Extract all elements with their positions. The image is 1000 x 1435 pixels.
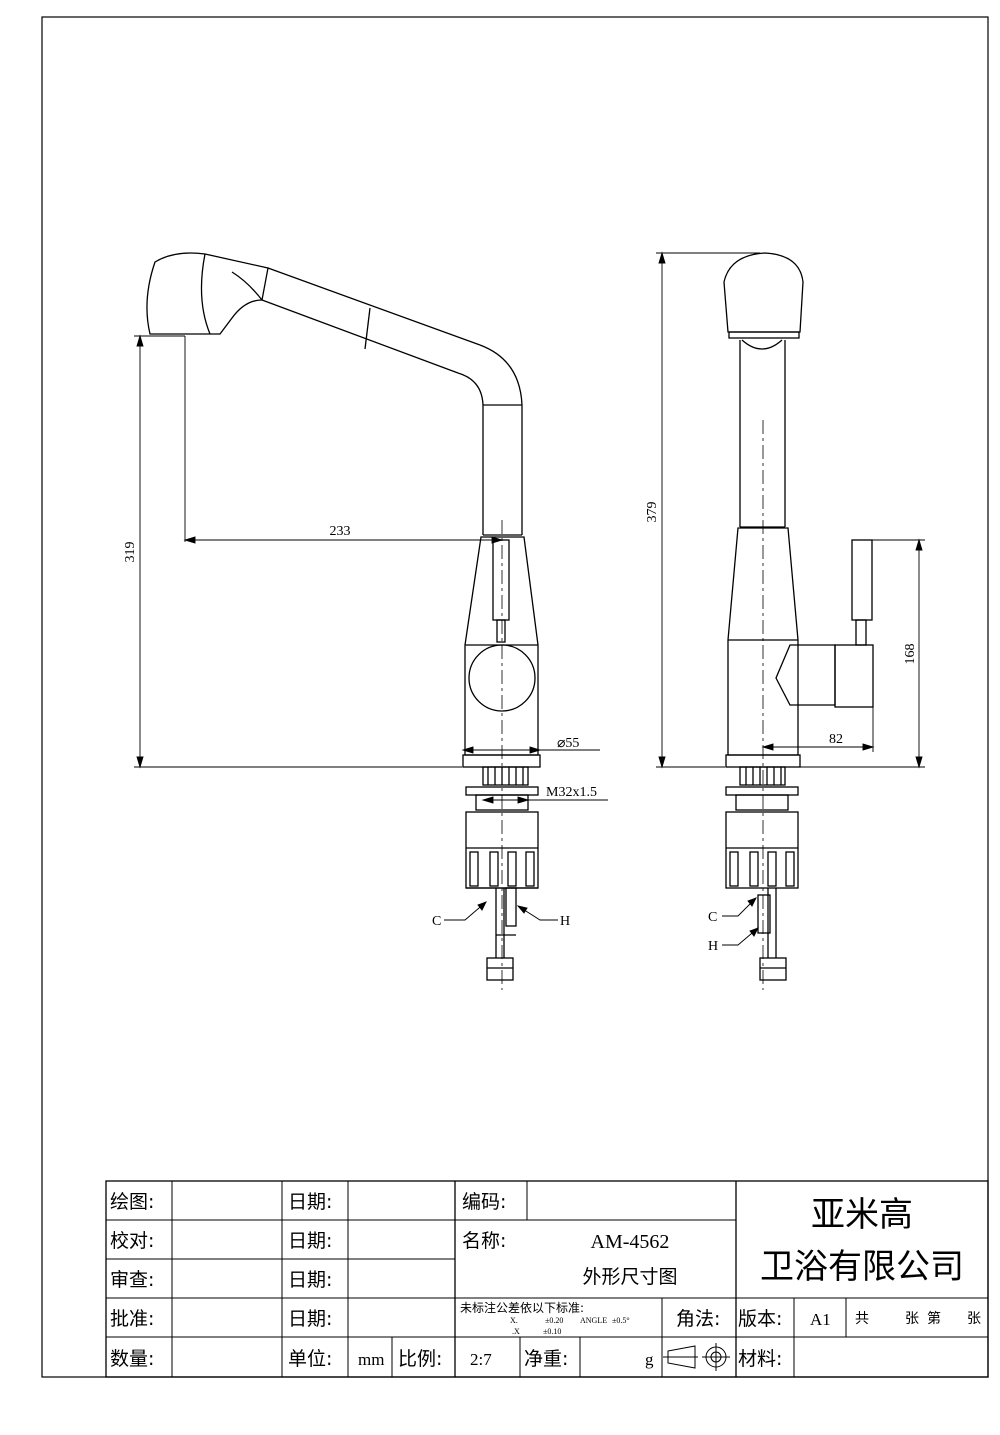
scale-label: 比例:: [398, 1348, 442, 1370]
date-label-2: 日期:: [288, 1230, 332, 1252]
label-side-hot: H: [708, 939, 718, 954]
unit-label: 单位:: [288, 1348, 332, 1370]
company-name-line1: 亚米高: [811, 1195, 913, 1235]
projection-symbol: [663, 1343, 730, 1371]
dim-handle-reach: 82: [829, 732, 843, 747]
side-dimensions: [656, 251, 925, 946]
side-dim-labels: 379 168 82 C H: [645, 502, 918, 955]
side-view: [723, 252, 874, 990]
front-spout-head: [146, 252, 269, 335]
front-handle-lever: [492, 539, 510, 621]
sheets-unit-2: 张: [967, 1311, 981, 1327]
dim-side-height: 379: [645, 502, 660, 523]
drawing-name: 外形尺寸图: [582, 1266, 677, 1288]
version-value: A1: [810, 1310, 831, 1329]
tol-x-value: ±0.20: [545, 1316, 563, 1325]
label-front-hot: H: [560, 914, 570, 929]
tol-dx-value: ±0.10: [543, 1327, 561, 1336]
front-view: [146, 252, 541, 990]
side-handle-lever: [851, 539, 873, 621]
net-weight-unit: g: [645, 1350, 654, 1369]
code-label: 编码:: [462, 1191, 506, 1213]
dim-front-height: 319: [123, 542, 138, 563]
company-name-line2: 卫浴有限公司: [760, 1247, 964, 1287]
name-label: 名称:: [462, 1230, 506, 1252]
sheets-total: 共: [855, 1311, 869, 1327]
material-label: 材料:: [738, 1348, 782, 1370]
version-label: 版本:: [738, 1308, 782, 1330]
unit-value: mm: [358, 1350, 384, 1369]
tol-angle: ANGLE: [580, 1316, 607, 1325]
net-weight-label: 净重:: [524, 1348, 568, 1370]
dim-handle-height: 168: [903, 644, 918, 665]
quantity-label: 数量:: [110, 1348, 154, 1370]
side-spout-head: [723, 252, 804, 333]
front-body: [464, 536, 539, 756]
date-label-1: 日期:: [288, 1191, 332, 1213]
tolerance-title: 未标注公差依以下标准:: [460, 1300, 584, 1315]
approved-label: 批准:: [110, 1308, 154, 1330]
side-thread: [739, 766, 786, 786]
sheets-unit-1: 张: [905, 1311, 919, 1327]
date-label-3: 日期:: [288, 1269, 332, 1291]
tol-angle-value: ±0.5°: [612, 1316, 630, 1325]
dim-thread: M32x1.5: [546, 785, 597, 800]
front-thread: [482, 766, 529, 786]
side-hose-fitting: [759, 957, 787, 981]
tol-dx: .X: [512, 1327, 520, 1336]
title-block-text: 绘图: 校对: 审查: 批准: 数量: 日期: 日期: 日期: 日期: 单位: …: [110, 1191, 981, 1370]
checked-label: 校对:: [110, 1230, 154, 1252]
date-label-4: 日期:: [288, 1308, 332, 1330]
projection-label: 角法:: [676, 1308, 720, 1330]
label-side-cold: C: [708, 910, 717, 925]
dim-front-reach: 233: [330, 524, 351, 539]
scale-value: 2:7: [470, 1350, 492, 1369]
side-nut: [725, 811, 799, 889]
dim-base-diameter: ⌀55: [557, 736, 579, 751]
model-number: AM-4562: [591, 1231, 670, 1253]
sheet-border: [41, 16, 989, 1378]
front-dim-labels: 319 233 ⌀55 M32x1.5 C H: [123, 524, 597, 929]
reviewed-label: 审查:: [110, 1269, 154, 1291]
sheets-number: 第: [927, 1310, 941, 1327]
label-front-cold: C: [432, 914, 441, 929]
side-handle-hub: [775, 644, 836, 706]
front-hose-fitting: [486, 957, 514, 981]
title-block: [105, 1180, 989, 1378]
drawn-label: 绘图:: [110, 1191, 154, 1213]
front-dimensions: [134, 334, 608, 921]
tol-x: X.: [510, 1316, 518, 1325]
